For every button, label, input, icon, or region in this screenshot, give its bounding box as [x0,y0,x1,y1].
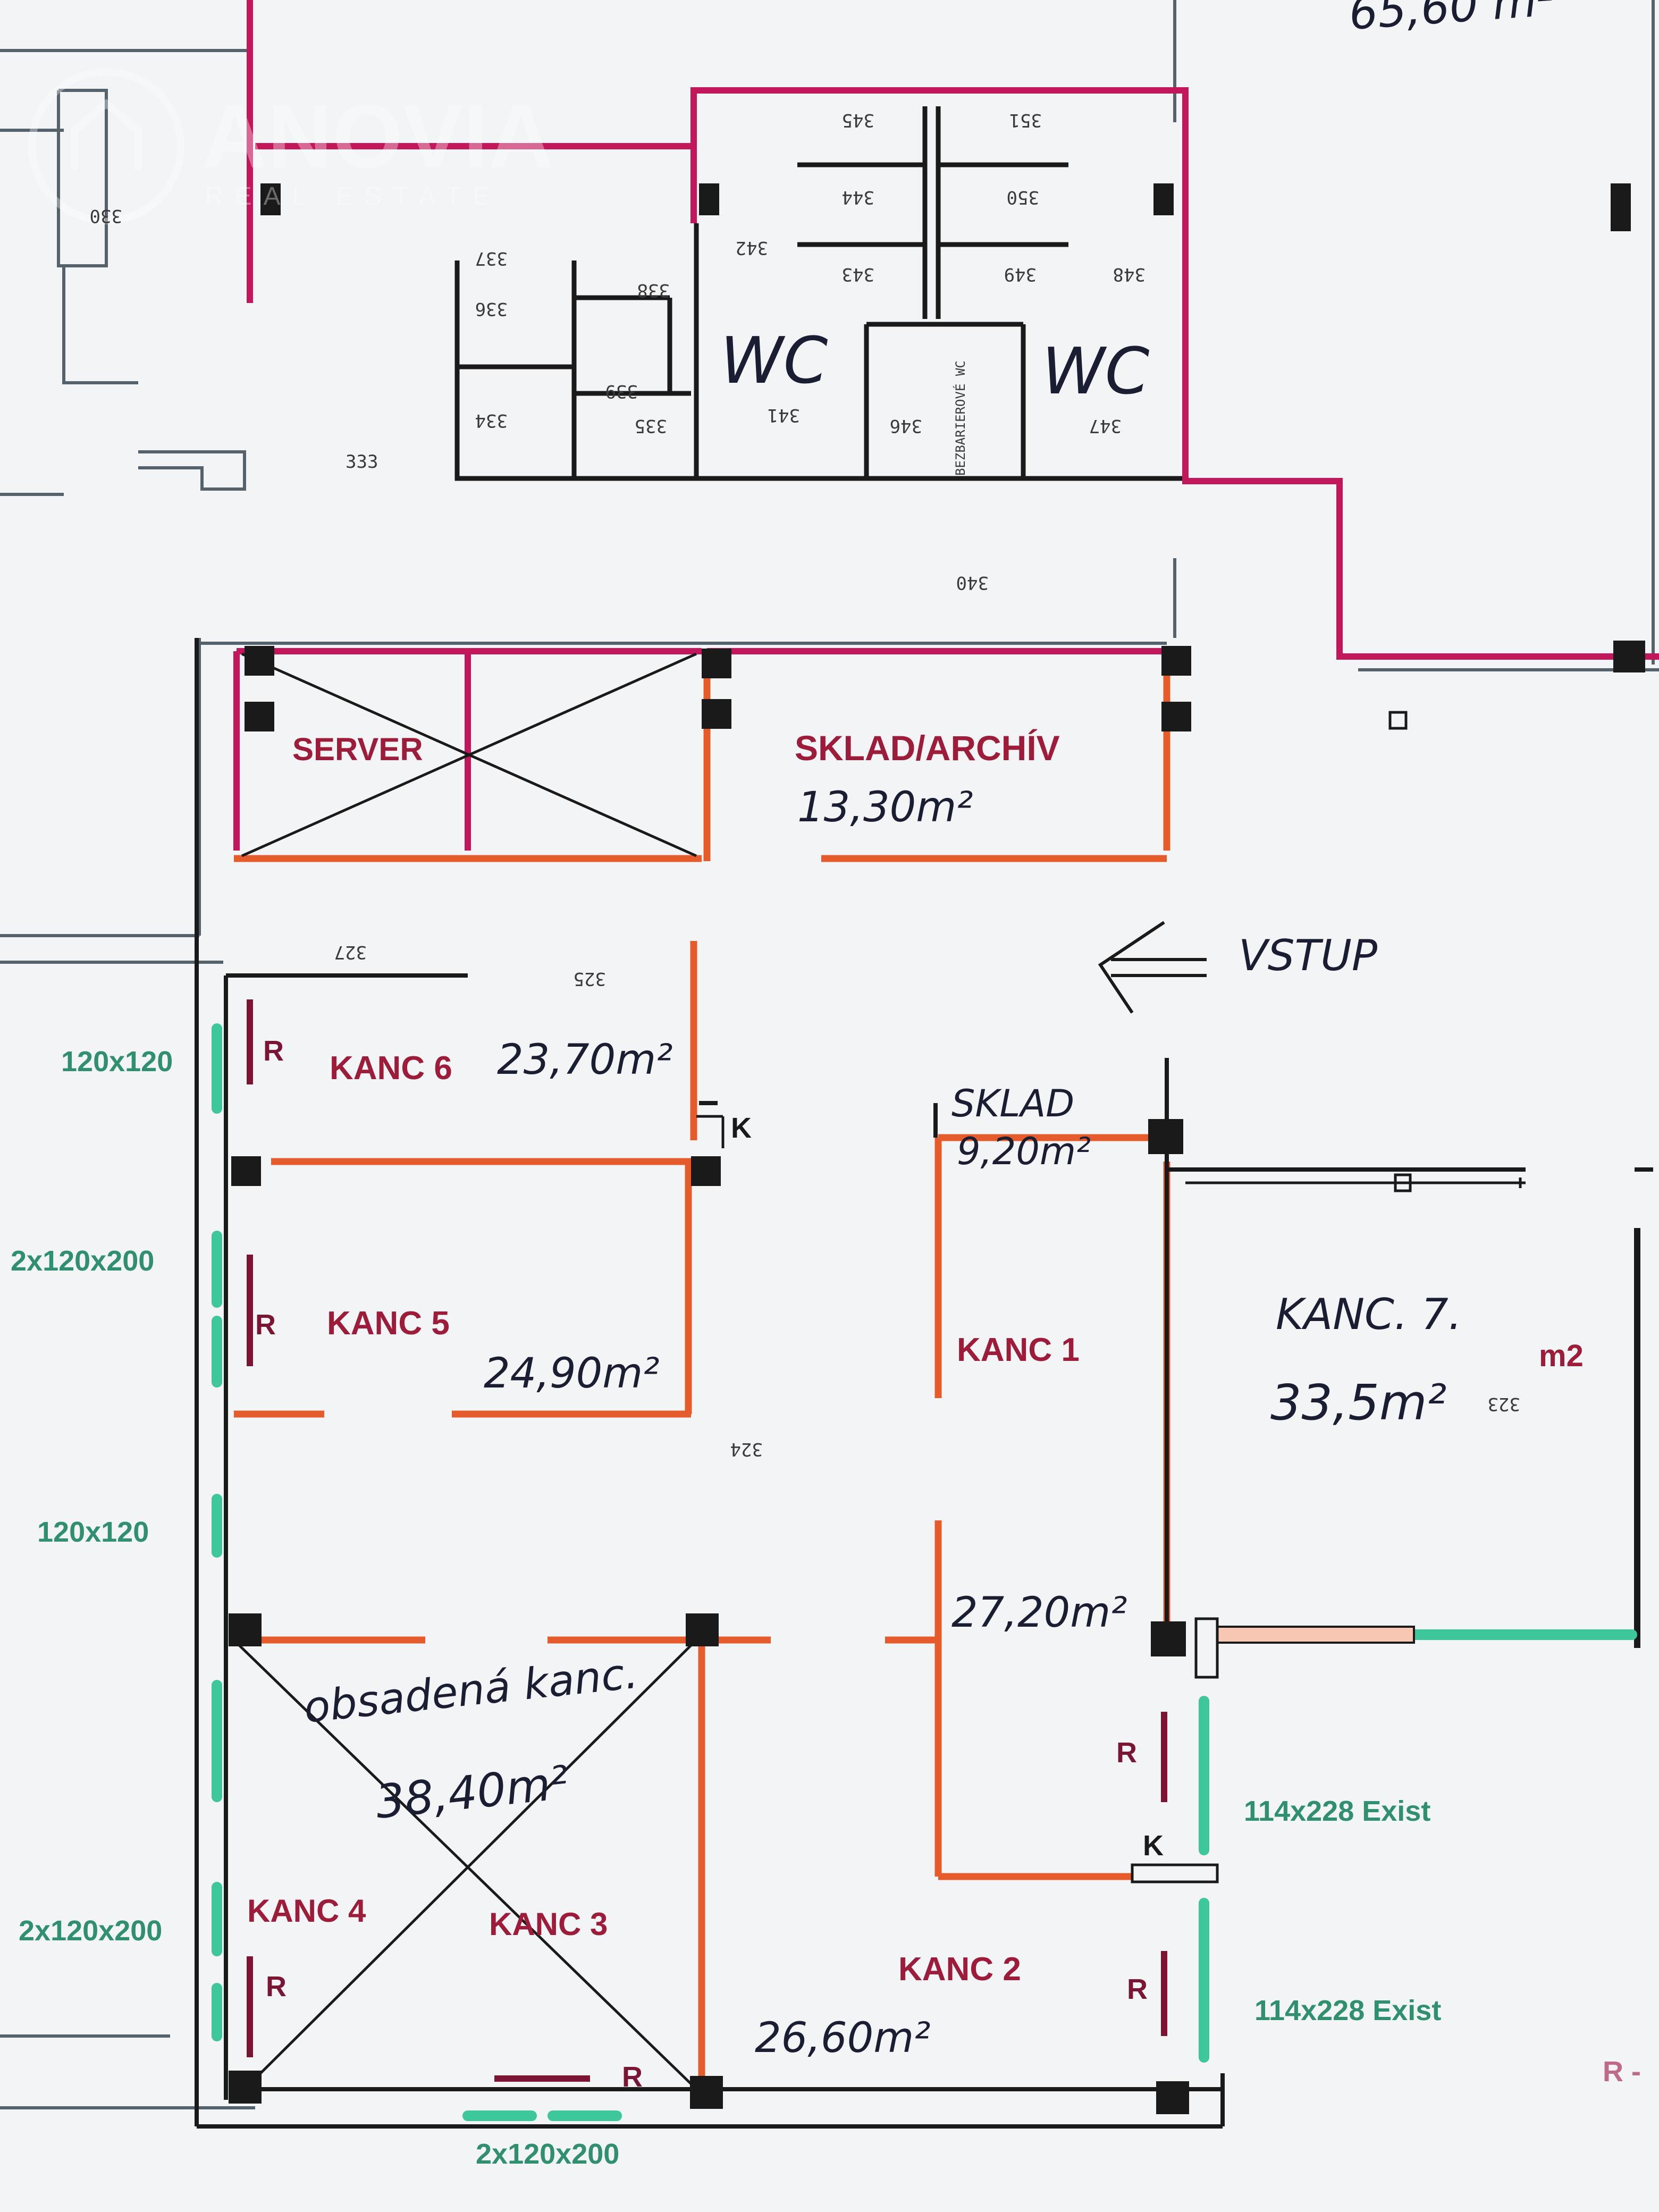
marks: R R R R R R K K R - [255,1035,1641,2093]
room-number: 336 [475,298,508,319]
room-number: 327 [334,941,367,963]
kanc5-area: 24,90m² [484,1350,660,1398]
room-number: 347 [1089,415,1122,436]
window-label: 120x120 [61,1046,173,1078]
radiators [247,999,1167,2082]
window-label: 2x120x200 [19,1915,162,1947]
room-number: 333 [346,451,378,473]
kanc7-unit: m2 [1539,1339,1584,1373]
entry-arrow [1098,921,1207,1014]
kanc7-area: 33,5m² [1270,1374,1446,1431]
kanc5-label: KANC 5 [327,1305,450,1342]
kanc1-label: KANC 1 [957,1332,1080,1368]
room-number: 343 [842,264,874,285]
room-number: 345 [842,110,874,131]
sklad-archiv-area: 13,30m² [797,784,973,831]
magenta-walls-top [247,0,1659,660]
room-number: 344 [842,187,874,208]
window-label: 2x120x200 [11,1245,154,1277]
occupied-cross [238,1644,692,2085]
room-number: 335 [635,415,667,436]
server-label: SERVER [292,731,423,767]
radiator-mark: R [255,1309,276,1341]
room-number: 325 [574,968,606,989]
watermark: ANOVIA REAL ESTATE [28,68,553,224]
kanc7-label: KANC. 7. [1276,1290,1462,1339]
door-markers [696,711,1526,1883]
magenta-walls-server [233,648,1169,851]
room-number: 351 [1009,110,1042,131]
door-label: 114x228 Exist [1254,1995,1441,2026]
room-number: 323 [1488,1393,1520,1415]
kanc4-label: KANC 4 [247,1893,366,1929]
room-number: 324 [730,1439,763,1460]
wc-right-label: WC [1042,335,1150,409]
radiator-mark: R [263,1035,284,1067]
edge-mark: R - [1603,2056,1641,2088]
radiator-mark: R [622,2061,643,2093]
sklad-archiv-label: SKLAD/ARCHÍV [795,728,1060,768]
room-number: 337 [475,248,508,269]
radiator-mark: R [1116,1737,1137,1769]
room-number: 348 [1113,264,1146,285]
server-cross [241,652,697,857]
logo-house-icon [71,98,142,170]
room-number: 341 [768,405,800,426]
kanc6-area: 23,70m² [497,1036,673,1084]
kanc3-label: KANC 3 [489,1906,608,1942]
kanc1-area: 27,20m² [951,1589,1127,1637]
windows-left [212,1023,1637,2121]
room-number: 330 [90,205,122,226]
room-number: 346 [890,415,922,436]
watermark-brand: ANOVIA [202,86,553,187]
sklad-label: SKLAD [951,1082,1074,1125]
room-numbers: 330 337 336 334 339 338 335 333 345 344 … [90,110,1520,1460]
logo-mark [28,68,184,224]
room-number: 340 [956,572,989,593]
room-number: 338 [637,280,670,301]
room-number: 342 [736,237,768,258]
room-number: 350 [1007,187,1039,208]
sklad-area: 9,20m² [957,1130,1091,1173]
wc-left-label: WC [720,324,828,398]
room-number: 339 [605,381,638,402]
k-mark: K [731,1112,752,1144]
window-label: 2x120x200 [476,2138,619,2170]
radiator-mark: R [266,1971,287,2003]
room-number: 334 [475,410,508,431]
k-mark: K [1143,1830,1164,1862]
room-number: BEZBARIEROVÉ WC [953,360,968,476]
columns [229,183,1645,2114]
window-label: 120x120 [37,1516,149,1548]
kanc2-area: 26,60m² [755,2014,931,2062]
door-label: 114x228 Exist [1244,1795,1430,1827]
room-number: 349 [1004,264,1037,285]
entrance-label: VSTUP [1239,931,1378,980]
kanc6-label: KANC 6 [330,1050,452,1087]
upper-wc-block [454,106,1185,481]
entrance-sill [1200,1626,1415,1644]
watermark-tagline: REAL ESTATE [205,182,502,211]
radiator-mark: R [1127,1973,1148,2005]
kanc2-label: KANC 2 [898,1951,1021,1988]
context-lines [0,0,1659,2109]
